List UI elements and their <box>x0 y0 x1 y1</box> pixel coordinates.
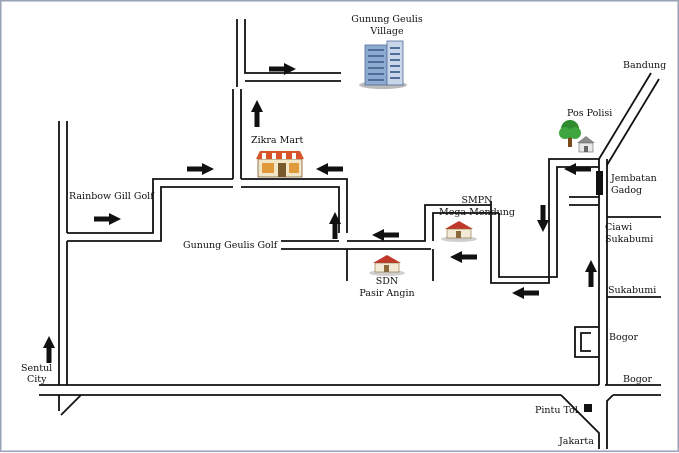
label-sukabumi: Sukabumi <box>608 285 656 296</box>
road-golf-mid-top <box>347 201 492 242</box>
label-sdn: SDN <box>376 276 398 287</box>
road-zikra-right-top <box>241 178 348 233</box>
apartment-building-icon <box>359 40 407 89</box>
label-jakarta: Jakarta <box>558 436 594 447</box>
label-gunung-geulis-golf: Gunung Geulis Golf <box>183 240 279 251</box>
label-gunung-geulis-village-2: Village <box>369 26 404 37</box>
arrow-left-golf <box>372 229 399 241</box>
label-smpn-2: Mega Mendung <box>439 207 515 218</box>
bridge-marker-icon <box>596 171 603 195</box>
label-jembatan: Jembatan <box>610 173 657 184</box>
label-rainbow-gill-golf: Rainbow Gill Golf <box>69 191 155 202</box>
road-zikra-top-right <box>244 19 341 74</box>
road-zikra-right-bottom <box>241 186 340 233</box>
road-bogor-loop <box>574 326 599 358</box>
house-icon <box>577 136 595 153</box>
label-zikra-mart: Zikra Mart <box>251 135 304 146</box>
label-ciawi: Ciawi <box>605 222 632 233</box>
label-bandung: Bandung <box>623 60 666 71</box>
label-smpn: SMPN <box>462 195 493 206</box>
road-to-jakarta-2 <box>606 394 614 449</box>
road-network <box>39 19 661 449</box>
road-smpn-vertical <box>432 212 499 241</box>
label-pintu-tol: Pintu Tol <box>535 405 578 416</box>
road-rainbow-top <box>67 178 233 234</box>
shop-icon <box>256 151 304 178</box>
square-marker-icon <box>584 404 592 412</box>
house-icon <box>441 221 477 242</box>
arrow-right-rainbow <box>187 163 214 175</box>
arrow-left-sdn <box>450 251 477 263</box>
label-sentul-city-2: City <box>27 374 47 385</box>
label-bogor-upper: Bogor <box>609 332 639 343</box>
road-rainbow-bottom <box>67 186 233 242</box>
house-icon <box>369 255 405 276</box>
arrow-up-main-road <box>585 260 597 287</box>
label-bogor-lower: Bogor <box>623 374 653 385</box>
label-gunung-geulis-village: Gunung Geulis <box>351 14 423 25</box>
arrow-left-jembatan <box>564 163 591 175</box>
label-sentul-city: Sentul <box>21 363 52 374</box>
road-bogor-loop-inner <box>580 332 591 352</box>
road-to-bandung-1 <box>598 72 652 160</box>
label-sdn-2: Pasir Angin <box>359 288 414 299</box>
map-labels: Gunung Geulis Village Bandung Pos Polisi… <box>21 14 666 447</box>
road-to-jakarta-1 <box>560 394 600 449</box>
arrow-up-zikra <box>251 100 263 127</box>
road-to-jembatan-top <box>490 158 599 284</box>
arrow-left-bottom <box>512 287 539 299</box>
tree-icon <box>559 120 581 147</box>
road-to-bandung-2 <box>606 78 660 166</box>
label-ciawi-2: Sukabumi <box>605 234 653 245</box>
arrow-left-zikra <box>316 163 343 175</box>
label-pos-polisi: Pos Polisi <box>567 108 612 119</box>
arrow-up-sentul <box>43 336 55 363</box>
arrow-down-jembatan <box>537 205 549 232</box>
label-jembatan-2: Gadog <box>611 185 642 196</box>
arrow-right-rainbow-low <box>94 213 121 225</box>
road-sentul-exit-2 <box>60 394 82 416</box>
